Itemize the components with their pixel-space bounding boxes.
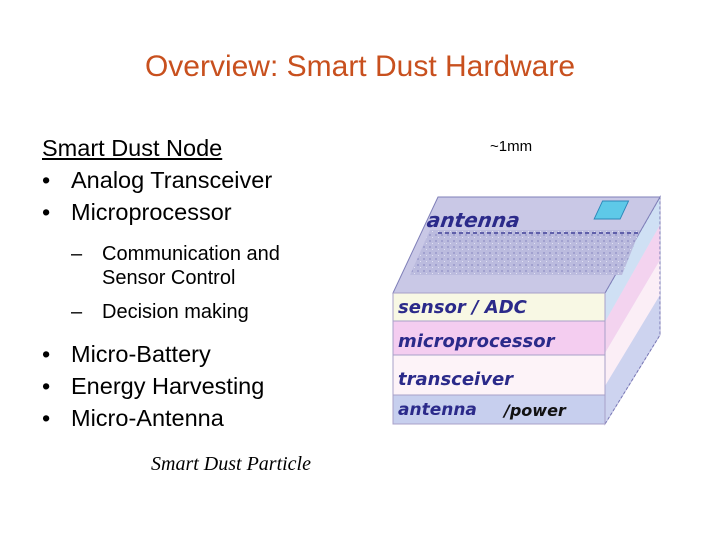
feature-list: Smart Dust Node • Analog Transceiver • M… <box>42 132 332 434</box>
sub-bullet-text: Communication and Sensor Control <box>102 243 280 289</box>
bullet-item: • Micro-Battery <box>42 338 332 370</box>
sub-bullet-item: – Decision making <box>71 300 332 324</box>
layer-label-sensor: sensor / ADC <box>398 297 528 318</box>
layer-label-microprocessor: microprocessor <box>398 331 556 352</box>
bullet-item: • Analog Transceiver <box>42 164 332 196</box>
sub-bullet-item: – Communication and Sensor Control <box>71 242 332 290</box>
scale-label: ~1mm <box>490 138 533 155</box>
antenna-chip-pattern <box>410 230 640 275</box>
bullet-item: • Energy Harvesting <box>42 370 332 402</box>
bullet-mark: • <box>42 373 51 399</box>
bullet-mark: • <box>42 167 51 193</box>
bullet-text: Micro-Battery <box>71 341 211 367</box>
sub-bullet-text: Decision making <box>102 301 249 323</box>
side-stripe <box>605 295 660 424</box>
bullet-mark: • <box>42 199 51 225</box>
node-heading: Smart Dust Node <box>42 135 223 161</box>
bullet-item: • Microprocessor <box>42 196 332 228</box>
transceiver-layer <box>392 354 606 396</box>
side-stripe <box>605 197 660 322</box>
bullet-text: Analog Transceiver <box>71 167 273 193</box>
side-stripe <box>605 225 660 353</box>
layer-label-power: /power <box>502 401 567 420</box>
bullet-mark: • <box>42 341 51 367</box>
slide-title: Overview: Smart Dust Hardware <box>144 50 576 83</box>
dash-mark: – <box>71 301 83 323</box>
antenna-pad <box>593 200 630 220</box>
layer-label-antenna-bottom: antenna <box>398 400 477 420</box>
bullet-text: Energy Harvesting <box>71 373 265 399</box>
bullet-text: Micro-Antenna <box>71 405 224 431</box>
dash-mark: – <box>71 243 83 265</box>
bullet-text: Microprocessor <box>71 199 232 225</box>
layer-label-antenna-top: antenna <box>425 208 521 232</box>
sub-bullet-list: – Communication and Sensor Control – Dec… <box>42 242 332 324</box>
antenna-power-layer <box>392 394 606 425</box>
diagram-caption: Smart Dust Particle <box>151 453 311 475</box>
side-stripe <box>605 260 660 386</box>
smart-dust-cube-diagram: antenna sensor / ADC microprocessor tran… <box>392 195 661 426</box>
bullet-item: • Micro-Antenna <box>42 402 332 434</box>
layer-label-transceiver: transceiver <box>398 369 514 390</box>
microprocessor-layer <box>392 320 606 356</box>
bullet-mark: • <box>42 405 51 431</box>
